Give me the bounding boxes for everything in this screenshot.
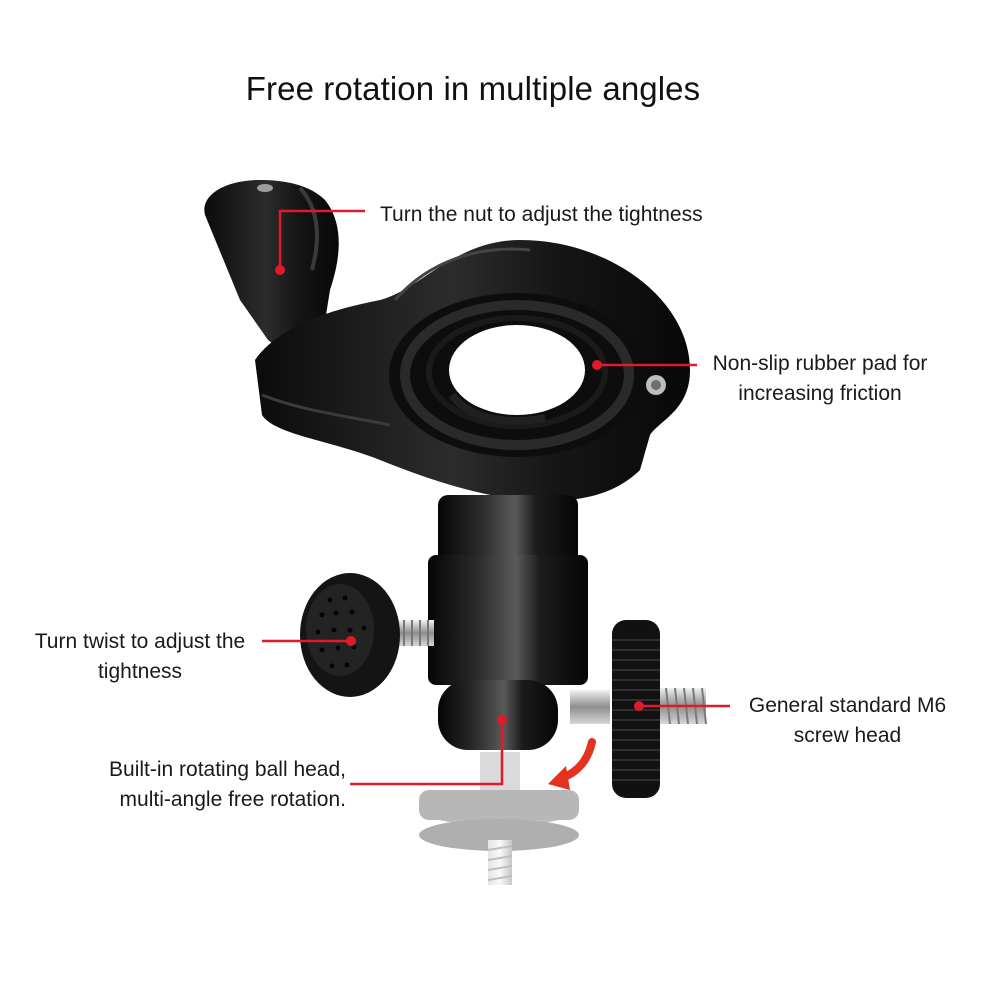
annotation-twist-line-1: Turn twist to adjust the [34,630,246,653]
annotation-m6-screw-line-2: screw head [793,724,902,747]
annotation-rubber-pad-line-2: increasing friction [738,382,902,405]
annotation-rubber-pad: Non-slip rubber pad for increasing frict… [700,349,940,409]
rotation-arrow [548,738,596,790]
annotation-ball-head-line-1: Built-in rotating ball head, [109,758,346,781]
annotation-nut: Turn the nut to adjust the tightness [380,200,703,230]
stem [428,495,588,750]
tightness-nut [204,180,339,350]
leader-lines [262,209,730,786]
ghost-camera-screw [419,752,579,885]
annotation-twist-line-2: tightness [97,660,183,683]
annotation-twist: Turn twist to adjust the tightness [20,627,260,687]
annotation-m6-screw: General standard M6 screw head [735,691,960,751]
clamp-body [255,240,690,501]
annotation-nut-line-1: Turn the nut to adjust the tightness [380,203,703,226]
annotation-rubber-pad-line-1: Non-slip rubber pad for [712,352,928,375]
twist-knob [300,573,434,697]
annotation-m6-screw-line-1: General standard M6 [748,694,947,717]
annotation-ball-head-line-2: multi-angle free rotation. [119,788,346,811]
annotation-ball-head: Built-in rotating ball head, multi-angle… [60,755,346,815]
page-title: Free rotation in multiple angles [245,70,701,107]
